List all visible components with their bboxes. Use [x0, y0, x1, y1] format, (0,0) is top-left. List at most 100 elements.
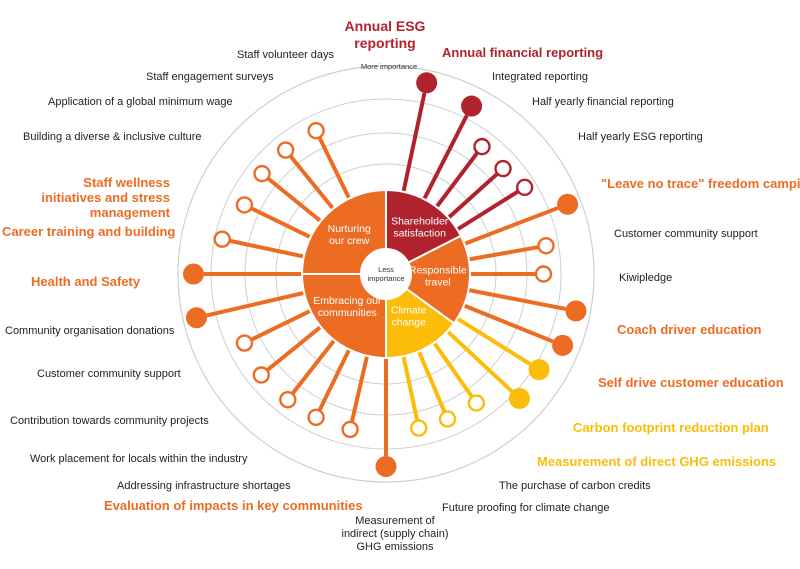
topic-spoke-staff-wellness-initiatives-and-stress-management-23	[213, 230, 307, 259]
spoke-marker	[461, 95, 483, 117]
spoke-line	[229, 238, 307, 259]
topic-label-work-placement: Work placement for locals within the ind…	[30, 453, 248, 465]
topic-spoke-integrated-reporting-2	[433, 137, 491, 210]
spoke-line	[317, 346, 352, 412]
spoke-marker	[494, 159, 512, 178]
topic-label-community-donations: Community organisation donations	[5, 325, 175, 337]
topic-label-future-proofing: Future proofing for climate change	[442, 502, 610, 514]
spoke-marker	[416, 72, 438, 94]
spoke-line	[317, 136, 352, 202]
topic-label-half-yearly-esg: Half yearly ESG reporting	[578, 131, 703, 143]
spoke-marker	[307, 408, 325, 427]
topic-spoke-work-placement-for-locals-within-the-industry-17	[307, 346, 352, 427]
topic-label-direct-ghg: Measurement of direct GHG emissions	[537, 454, 777, 469]
spoke-marker	[473, 137, 491, 156]
importance-ring-1	[177, 65, 595, 483]
topic-spoke-career-training-and-building-22	[183, 263, 304, 285]
segment-label-responsible-0: Responsible	[409, 265, 467, 277]
topic-spoke-evaluation-of-impacts-in-key-communities-15	[375, 356, 397, 477]
topic-label-kiwipledge: Kiwipledge	[619, 272, 673, 284]
spoke-line	[290, 337, 338, 396]
spoke-line	[288, 154, 336, 212]
spoke-line	[466, 287, 567, 311]
segment-nurturing	[300, 188, 387, 275]
topic-spoke-the-purchase-of-carbon-credits-12	[431, 340, 486, 412]
topic-label-coach-driver-education: Coach driver education	[617, 322, 762, 337]
spoke-marker	[552, 334, 574, 356]
topic-spoke-half-yearly-financial-reporting-3	[445, 159, 512, 221]
topic-spoke-staff-volunteer-days-27	[307, 121, 352, 202]
spoke-line	[206, 290, 307, 318]
segment-shareholder	[385, 188, 463, 276]
topic-spoke-staff-engagement-surveys-26	[276, 141, 336, 212]
topic-label-staff-engagement: Staff engagement surveys	[146, 71, 274, 83]
topic-spoke-annual-financial-reporting-1	[421, 95, 483, 202]
center-label-0: Less	[378, 265, 394, 274]
topic-label-customer-community-support-right: Customer community support	[614, 228, 758, 240]
topic-label-staff-volunteer: Staff volunteer days	[237, 49, 335, 61]
spoke-line	[444, 328, 514, 393]
spoke-line	[265, 324, 324, 372]
spoke-line	[266, 176, 324, 224]
topic-spoke-annual-esg-reporting-0	[401, 72, 438, 195]
topic-label-staff-wellness: Staff wellness initiatives and stress ma…	[41, 175, 170, 220]
spoke-line	[433, 151, 480, 210]
spoke-line	[461, 302, 554, 344]
spoke-line	[401, 92, 427, 195]
outer-axis-label: More importance	[361, 62, 417, 71]
spoke-marker	[185, 307, 207, 329]
topic-label-community-projects: Contribution towards community projects	[10, 415, 209, 427]
spoke-marker	[515, 178, 534, 197]
spoke-marker	[537, 237, 555, 255]
topic-spoke-self-drive-customer-education-9	[461, 302, 574, 356]
topic-spoke-measurement-of-direct-ghg-emissions-11	[444, 328, 530, 409]
spoke-line	[431, 340, 474, 399]
topic-label-career-training: Career training and building	[2, 224, 176, 239]
spoke-line	[466, 245, 539, 262]
spoke-line	[461, 206, 559, 247]
topic-label-annual-esg-reporting: Annual ESG reporting	[344, 18, 426, 51]
topic-label-carbon-footprint: Carbon footprint reduction plan	[573, 420, 769, 435]
topic-label-half-yearly-financial: Half yearly financial reporting	[532, 96, 674, 108]
spoke-marker	[183, 263, 204, 285]
spoke-marker	[276, 141, 295, 159]
spoke-line	[416, 348, 447, 413]
topic-spoke-community-organisation-donations-20	[235, 308, 314, 352]
topic-label-infrastructure-shortages: Addressing infrastructure shortages	[117, 480, 291, 492]
spoke-marker	[307, 121, 325, 140]
spoke-marker	[438, 410, 457, 428]
segment-label-responsible-1: travel	[425, 277, 451, 289]
topic-spoke-measurement-of-indirect-supply-chain-ghg-emissions-14	[401, 353, 428, 437]
topic-spoke-health-and-safety-21	[185, 290, 307, 329]
spoke-marker	[534, 265, 553, 283]
spoke-marker	[235, 334, 254, 352]
segment-label-climate-0: Climate	[391, 305, 427, 317]
spoke-line	[421, 114, 469, 202]
spoke-marker	[279, 390, 297, 409]
topic-label-leave-no-trace: "Leave no trace" freedom camping	[601, 176, 800, 191]
center-disc	[360, 248, 412, 300]
topic-label-annual-financial-reporting: Annual financial reporting	[442, 45, 604, 60]
topic-label-indirect-ghg: Measurement of indirect (supply chain) G…	[341, 515, 449, 553]
spoke-marker	[508, 387, 530, 409]
spoke-marker	[467, 394, 486, 412]
topic-spoke-leave-no-trace-freedom-camping-5	[461, 193, 579, 247]
segment-label-embracing-1: communities	[318, 307, 377, 319]
segment-climate	[385, 272, 456, 360]
topic-label-global-minimum-wage: Application of a global minimum wage	[48, 96, 233, 108]
topic-spoke-customer-community-support-6	[466, 237, 555, 262]
topic-spoke-contribution-towards-community-projects-18	[279, 337, 338, 409]
topic-label-integrated-reporting: Integrated reporting	[492, 71, 589, 83]
spoke-line	[250, 308, 314, 342]
segment-responsible	[384, 234, 471, 325]
spoke-line	[401, 353, 420, 422]
spoke-marker	[341, 420, 359, 439]
topic-spoke-future-proofing-for-climate-change-13	[416, 348, 457, 428]
topic-label-self-drive-education: Self drive customer education	[598, 375, 784, 390]
segment-embracing	[300, 273, 387, 360]
segment-label-nurturing-0: Nurturing	[328, 223, 371, 235]
spoke-line	[250, 206, 314, 240]
segment-label-climate-1: change	[391, 317, 426, 329]
topic-label-health-safety: Health and Safety	[31, 274, 141, 289]
